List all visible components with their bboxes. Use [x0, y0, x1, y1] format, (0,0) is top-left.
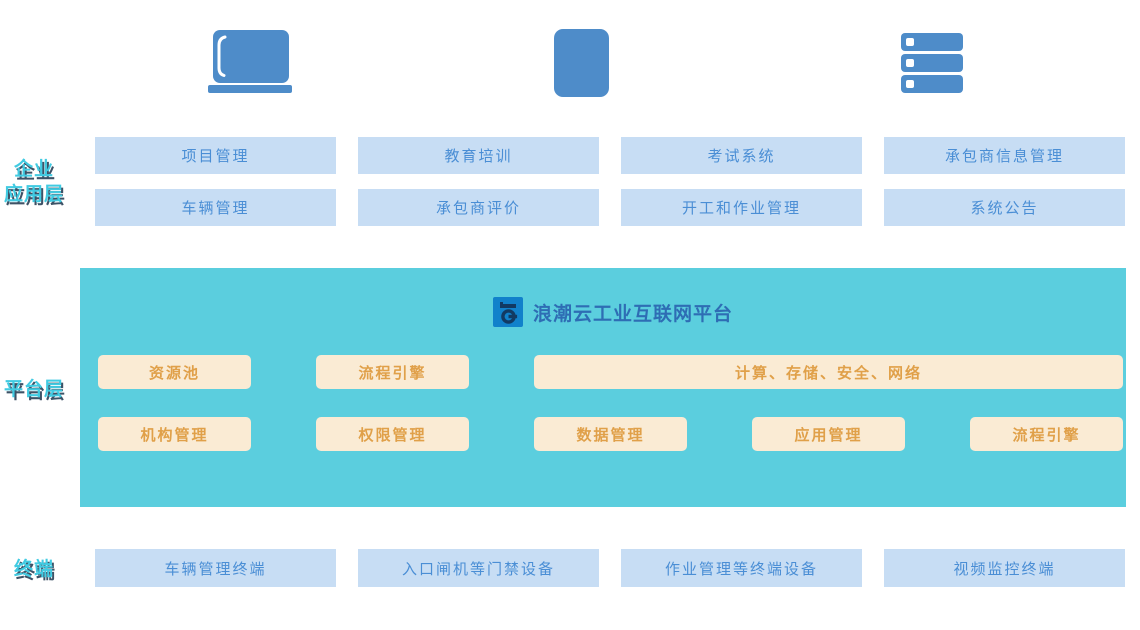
- box-process-engine: 流程引擎: [316, 355, 469, 389]
- box-contractor-evaluation: 承包商评价: [358, 189, 599, 226]
- box-resource-pool: 资源池: [98, 355, 251, 389]
- box-permission-management: 权限管理: [316, 417, 469, 451]
- box-project-management: 项目管理: [95, 137, 336, 174]
- box-education-training: 教育培训: [358, 137, 599, 174]
- layer-label-enterprise-line2: 应用层: [3, 184, 64, 205]
- platform-title: 浪潮云工业互联网平台: [493, 297, 733, 327]
- platform-title-text: 浪潮云工业互联网平台: [533, 303, 734, 325]
- box-data-management: 数据管理: [534, 417, 687, 451]
- box-contractor-info-management: 承包商信息管理: [884, 137, 1125, 174]
- layer-label-platform: 平台层: [3, 379, 64, 400]
- box-work-and-operation-management: 开工和作业管理: [621, 189, 862, 226]
- box-video-surveillance-terminal: 视频监控终端: [884, 549, 1125, 587]
- box-process-engine-2: 流程引擎: [970, 417, 1123, 451]
- box-gate-access-devices: 入口闸机等门禁设备: [358, 549, 599, 587]
- box-compute-storage-security-network: 计算、存储、安全、网络: [534, 355, 1123, 389]
- tablet-icon: [554, 29, 609, 102]
- box-system-announcement: 系统公告: [884, 189, 1125, 226]
- layer-label-enterprise: 企业 应用层: [0, 157, 68, 207]
- box-app-management: 应用管理: [752, 417, 905, 451]
- box-exam-system: 考试系统: [621, 137, 862, 174]
- layer-label-enterprise-line1: 企业: [13, 159, 54, 180]
- layer-label-terminal: 终端: [13, 559, 54, 580]
- server-icon: [901, 33, 963, 98]
- box-operation-terminal-devices: 作业管理等终端设备: [621, 549, 862, 587]
- box-org-management: 机构管理: [98, 417, 251, 451]
- box-vehicle-terminal: 车辆管理终端: [95, 549, 336, 587]
- inspur-cloud-logo-icon: [493, 297, 523, 327]
- laptop-icon: [208, 30, 292, 98]
- box-vehicle-management: 车辆管理: [95, 189, 336, 226]
